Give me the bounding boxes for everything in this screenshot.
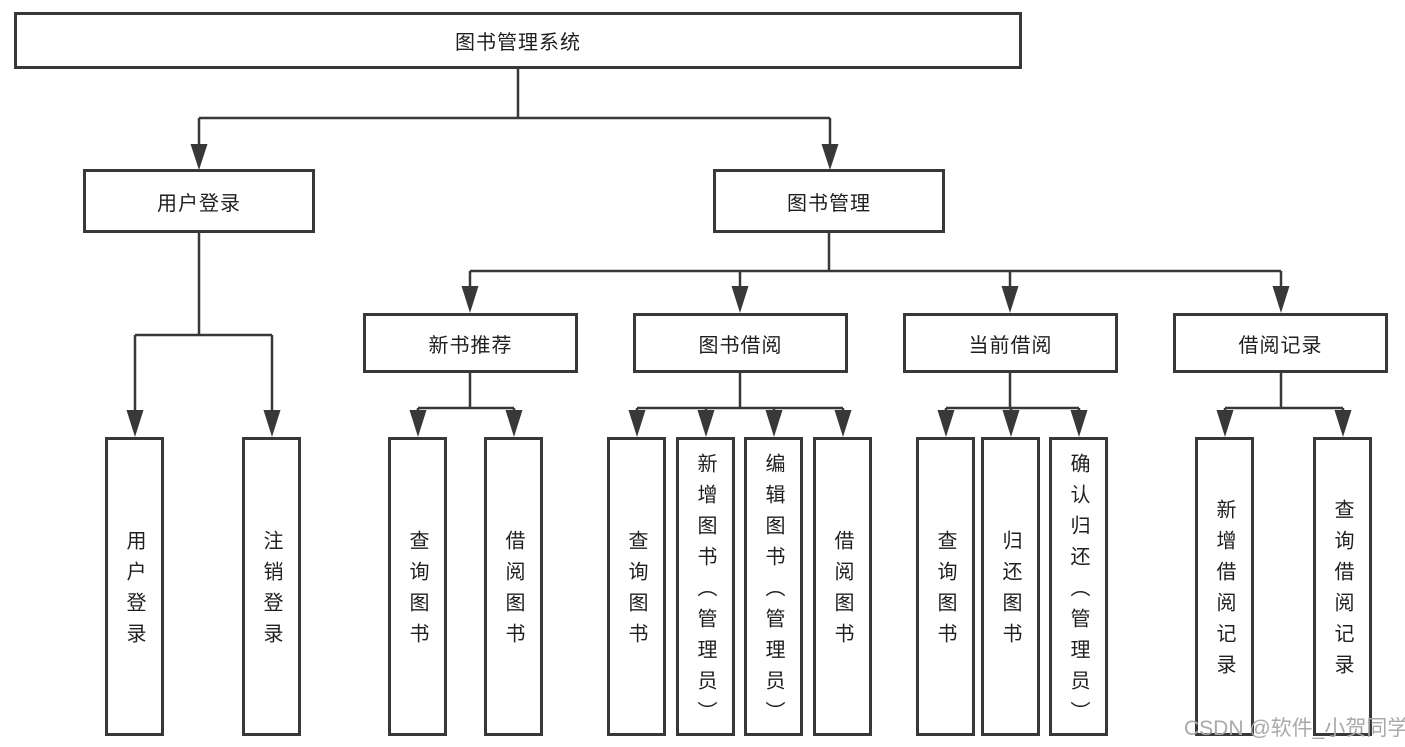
arrowheads (126, 144, 1352, 437)
arrow-icon (821, 144, 839, 170)
leaf-nb-borrow-books: 借阅图书 (484, 437, 543, 736)
node-label: 用户登录 (123, 530, 145, 654)
leaf-cb-query-books: 查询图书 (916, 437, 975, 736)
node-label: 图书借阅 (698, 334, 783, 357)
node-book-management: 图书管理 (713, 169, 945, 233)
arrow-icon (1334, 410, 1352, 437)
connector-new-book-to-leaves (416, 373, 516, 412)
node-user-login: 用户登录 (83, 169, 315, 233)
leaf-cb-confirm-return-admin: 确认归还（管理员） (1049, 437, 1108, 736)
connector-book-borrow-to-leaves (635, 373, 845, 412)
csdn-watermark: CSDN @软件_小贺同学 (1184, 717, 1405, 740)
node-label: 图书管理系统 (455, 32, 581, 54)
node-label: 当前借阅 (968, 334, 1053, 357)
arrow-icon (765, 410, 783, 437)
arrow-icon (461, 286, 479, 313)
leaf-br-add-record: 新增借阅记录 (1195, 437, 1254, 736)
node-label: 查询借阅记录 (1331, 499, 1353, 685)
leaf-bb-borrow-books: 借阅图书 (813, 437, 872, 736)
arrow-icon (409, 410, 427, 437)
arrow-icon (190, 144, 208, 170)
connector-user-login-to-leaves (133, 233, 274, 412)
connector-borrow-record-to-leaves (1223, 373, 1345, 412)
node-label: 编辑图书（管理员） (762, 452, 784, 732)
arrow-icon (505, 410, 523, 437)
node-borrowing-records: 借阅记录 (1173, 313, 1388, 373)
arrow-icon (628, 410, 646, 437)
node-label: 查询图书 (406, 530, 428, 654)
node-label: 注销登录 (260, 530, 282, 654)
node-label: 查询图书 (625, 530, 647, 654)
node-current-borrowing: 当前借阅 (903, 313, 1118, 373)
node-label: 借阅图书 (831, 530, 853, 654)
connector-root-to-level2 (197, 69, 832, 146)
leaf-nb-query-books: 查询图书 (388, 437, 447, 736)
arrow-icon (1001, 286, 1019, 313)
node-label: 新书推荐 (428, 334, 513, 357)
leaf-br-query-record: 查询借阅记录 (1313, 437, 1372, 736)
leaf-cb-return-books: 归还图书 (981, 437, 1040, 736)
node-label: 用户登录 (157, 192, 241, 215)
arrow-icon (1002, 410, 1020, 437)
leaf-logout-login: 注销登录 (242, 437, 301, 736)
connector-current-borrow-to-leaves (944, 373, 1081, 412)
arrow-icon (731, 286, 749, 313)
arrow-icon (263, 410, 281, 437)
arrow-icon (126, 410, 144, 437)
leaf-bb-query-books: 查询图书 (607, 437, 666, 736)
node-label: 查询图书 (934, 530, 956, 654)
node-label: 借阅记录 (1238, 334, 1323, 357)
leaf-bb-edit-books-admin: 编辑图书（管理员） (744, 437, 803, 736)
connector-book-management-to-level3 (468, 233, 1283, 288)
node-label: 新增借阅记录 (1213, 499, 1235, 685)
leaf-bb-add-books-admin: 新增图书（管理员） (676, 437, 735, 736)
arrow-icon (1070, 410, 1088, 437)
node-new-book-recommendation: 新书推荐 (363, 313, 578, 373)
leaf-user-login: 用户登录 (105, 437, 164, 736)
arrow-icon (697, 410, 715, 437)
node-label: 归还图书 (999, 530, 1021, 654)
node-root-system: 图书管理系统 (14, 12, 1022, 69)
arrow-icon (1216, 410, 1234, 437)
arrow-icon (937, 410, 955, 437)
node-label: 新增图书（管理员） (694, 452, 716, 732)
node-label: 借阅图书 (502, 530, 524, 654)
node-label: 确认归还（管理员） (1067, 452, 1089, 732)
node-book-borrowing: 图书借阅 (633, 313, 848, 373)
arrow-icon (834, 410, 852, 437)
node-label: 图书管理 (787, 192, 871, 215)
arrow-icon (1272, 286, 1290, 313)
